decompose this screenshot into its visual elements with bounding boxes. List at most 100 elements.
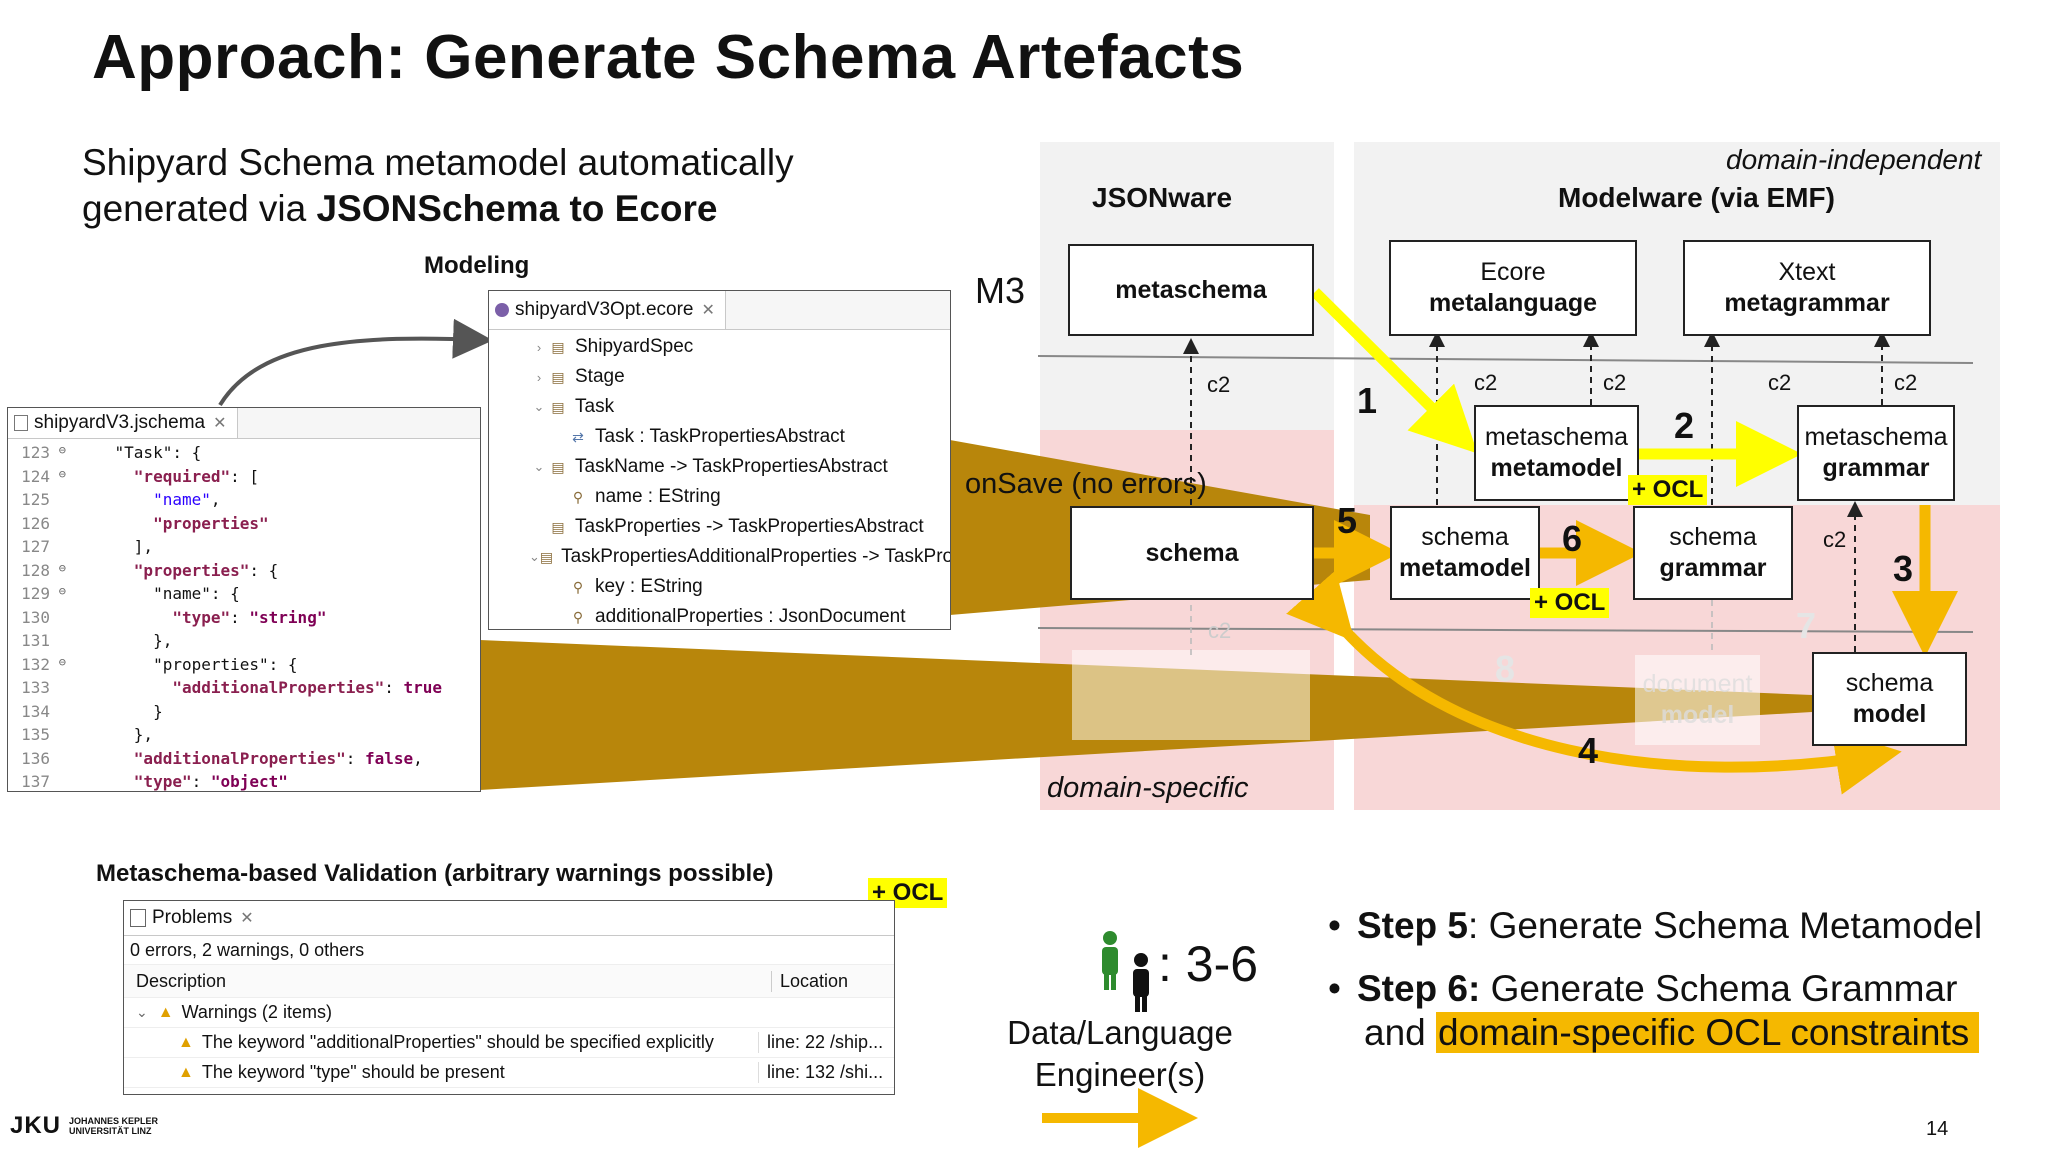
- engineer-role: Data/Language Engineer(s): [1005, 1012, 1235, 1096]
- code-token: : [: [230, 466, 260, 486]
- code-token: "object": [210, 772, 288, 792]
- c2-label: c2: [1474, 370, 1498, 395]
- code-line[interactable]: 126 "properties": [8, 512, 480, 536]
- expand-toggle-icon[interactable]: ›: [536, 369, 542, 385]
- engineer-role-line-2: Engineer(s): [1034, 1056, 1206, 1093]
- tree-item[interactable]: ›▤ShipyardSpec: [489, 332, 950, 362]
- code-token: false: [364, 748, 414, 768]
- expand-toggle-icon[interactable]: ⌄: [533, 399, 545, 414]
- code-line[interactable]: 127 ],: [8, 535, 480, 559]
- code-line[interactable]: 137 "type": "object": [8, 770, 480, 792]
- onsave-label: onSave (no errors): [965, 468, 1207, 500]
- node-sm-l1: schema: [1421, 523, 1509, 551]
- slide-title: Approach: Generate Schema Artefacts: [92, 23, 1245, 92]
- step6-line2-prefix: and: [1364, 1012, 1437, 1053]
- chevron-down-icon[interactable]: ⌄: [136, 1004, 148, 1020]
- code-line[interactable]: 135 },: [8, 723, 480, 747]
- code-line[interactable]: 124⊖ "required": [: [8, 465, 480, 489]
- slide-subtitle: Shipyard Schema metamodel automatically …: [82, 140, 794, 232]
- column-location[interactable]: Location: [780, 970, 849, 991]
- step5-bullet: •Step 5: Generate Schema Metamodel: [1328, 905, 1982, 947]
- expand-toggle-icon[interactable]: ›: [536, 339, 542, 355]
- warning-icon: ▲: [178, 1033, 194, 1051]
- code-line[interactable]: 131 },: [8, 629, 480, 653]
- problem-description: The keyword "additionalProperties" shoul…: [201, 1032, 714, 1052]
- tree-item[interactable]: ⇄Task : TaskPropertiesAbstract: [489, 422, 950, 452]
- code-line[interactable]: 125 "name",: [8, 488, 480, 512]
- fold-icon[interactable]: ⊖: [58, 654, 66, 669]
- close-icon[interactable]: ✕: [701, 302, 715, 319]
- line-number-text: 130: [21, 607, 50, 627]
- domain-specific-label: domain-specific: [1047, 772, 1249, 804]
- json-tab-label: shipyardV3.jschema: [34, 412, 206, 433]
- engineer-role-line-1: Data/Language: [1007, 1014, 1233, 1051]
- problem-location: line: 132 /shi...: [767, 1062, 884, 1082]
- tree-item[interactable]: ⚲name : EString: [489, 482, 950, 512]
- fold-icon[interactable]: ⊖: [58, 466, 66, 481]
- step6-bold: Step 6:: [1356, 968, 1481, 1009]
- json-tabbar: shipyardV3.jschema ✕: [8, 408, 480, 439]
- node-schema-metamodel: schema metamodel: [1390, 506, 1540, 600]
- code-line[interactable]: 133 "additionalProperties": true: [8, 676, 480, 700]
- code-line[interactable]: 134 }: [8, 700, 480, 724]
- code-token: "string": [249, 607, 327, 627]
- tree-item[interactable]: ⌄▤TaskName -> TaskPropertiesAbstract: [489, 452, 950, 482]
- page-number: 14: [1926, 1118, 1949, 1140]
- json-editor-window[interactable]: shipyardV3.jschema ✕ 123⊖ "Task": {124⊖ …: [7, 407, 481, 792]
- close-icon[interactable]: ✕: [240, 910, 254, 927]
- problems-tab[interactable]: Problems ✕: [124, 901, 264, 935]
- tree-item-label: Task : TaskPropertiesAbstract: [595, 426, 845, 447]
- tree-item-label: Stage: [575, 366, 625, 387]
- problem-items: ▲ The keyword "additionalProperties" shou…: [124, 1028, 894, 1088]
- code-line[interactable]: 128⊖ "properties": {: [8, 559, 480, 583]
- node-smod-l2: model: [1852, 700, 1927, 728]
- code-line[interactable]: 129⊖ "name": {: [8, 582, 480, 606]
- code-line[interactable]: 136 "additionalProperties": false,: [8, 747, 480, 771]
- tree-item-label: additionalProperties : JsonDocument: [595, 606, 906, 627]
- tree-item[interactable]: ⌄▤Task: [489, 392, 950, 422]
- node-sm-l2: metamodel: [1399, 554, 1531, 582]
- line-number: 123 ⊖: [8, 443, 76, 462]
- bullet-icon: •: [1328, 905, 1341, 946]
- column-description[interactable]: Description: [124, 970, 772, 992]
- problems-window[interactable]: Problems ✕ 0 errors, 2 warnings, 0 other…: [123, 900, 895, 1095]
- expand-toggle-icon[interactable]: ⌄: [533, 459, 545, 474]
- line-number-text: 123: [21, 443, 50, 463]
- ecore-tab[interactable]: shipyardV3Opt.ecore ✕: [489, 291, 726, 329]
- jsonware-label: JSONware: [1092, 182, 1233, 213]
- tree-item[interactable]: ›▤Stage: [489, 362, 950, 392]
- code-line[interactable]: 123⊖ "Task": {: [8, 441, 480, 465]
- ecore-editor-window[interactable]: shipyardV3Opt.ecore ✕ ›▤ShipyardSpec›▤St…: [488, 290, 951, 630]
- c2-label: c2: [1603, 370, 1627, 395]
- fold-icon[interactable]: ⊖: [58, 584, 66, 599]
- code-line[interactable]: 132⊖ "properties": {: [8, 653, 480, 677]
- expand-toggle-icon[interactable]: ⌄: [529, 549, 540, 564]
- fold-icon[interactable]: ⊖: [58, 560, 66, 575]
- node-ecore-l2: metalanguage: [1428, 289, 1598, 317]
- close-icon[interactable]: ✕: [213, 415, 227, 432]
- node-metaschema-label: metaschema: [1115, 275, 1267, 304]
- node-mg-l2: grammar: [1822, 454, 1930, 482]
- json-tab[interactable]: shipyardV3.jschema ✕: [8, 408, 238, 438]
- warnings-group[interactable]: ⌄ ▲ Warnings (2 items): [124, 998, 894, 1028]
- fold-icon[interactable]: ⊖: [58, 443, 66, 458]
- step-number-7-faded: 7: [1796, 605, 1817, 646]
- tree-item[interactable]: ⚲key : EString: [489, 572, 950, 602]
- tree-item[interactable]: ▤TaskProperties -> TaskPropertiesAbstrac…: [489, 512, 950, 542]
- problem-row[interactable]: ▲ The keyword "additionalProperties" shou…: [124, 1028, 894, 1058]
- code-line[interactable]: 130 "type": "string": [8, 606, 480, 630]
- node-metaschema: metaschema: [1068, 244, 1314, 336]
- warning-icon: ▲: [157, 1003, 174, 1021]
- tree-item[interactable]: ⌄▤TaskPropertiesAdditionalProperties -> …: [489, 542, 950, 572]
- ecore-file-icon: [495, 303, 509, 317]
- code-token: :: [345, 748, 365, 768]
- tree-item[interactable]: ⚲additionalProperties : JsonDocument: [489, 602, 950, 629]
- jku-logo-mark: JKU: [10, 1112, 62, 1139]
- code-token: ,: [210, 490, 221, 510]
